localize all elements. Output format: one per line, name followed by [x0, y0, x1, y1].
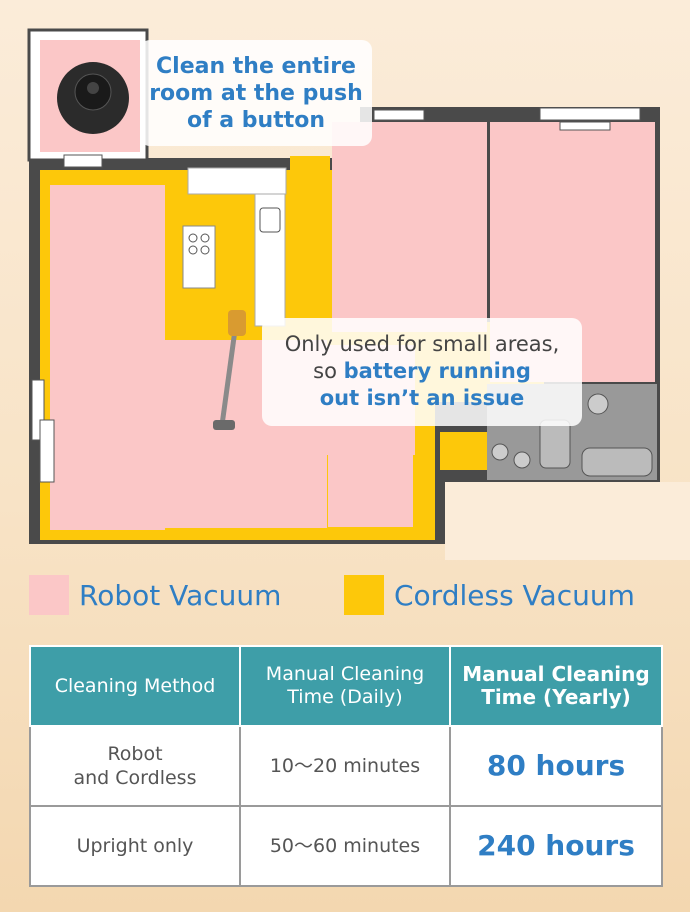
robot-callout-line2: room at the push [149, 81, 363, 106]
cordless-callout-line2-highlight: battery running [343, 359, 531, 383]
legend-cordless-swatch [344, 575, 384, 615]
table-row: Robot and Cordless 10～20 minutes 80 hour… [29, 725, 663, 807]
cordless-callout-line1: Only used for small areas, [284, 332, 560, 356]
header-yearly: Manual Cleaning Time (Yearly) [449, 645, 663, 727]
bathtub-icon [539, 419, 571, 469]
legend-cordless-label: Cordless Vacuum [394, 578, 635, 612]
toilet-icon [587, 393, 609, 415]
legend-robot-swatch [29, 575, 69, 615]
windows [31, 107, 641, 483]
header-daily: Manual Cleaning Time (Daily) [239, 645, 451, 727]
table-header-row: Cleaning Method Manual Cleaning Time (Da… [29, 645, 663, 727]
row1-daily: 10～20 minutes [239, 725, 451, 807]
legend-robot: Robot Vacuum [29, 575, 281, 615]
robot-vacuum-icon [57, 62, 129, 134]
kitchen-stove [182, 225, 216, 289]
row2-method: Upright only [29, 805, 241, 887]
stick-vacuum-icon [213, 310, 246, 430]
cordless-callout: Only used for small areas, so battery ru… [262, 318, 582, 426]
white-fill-bottom-right [445, 482, 690, 560]
header-method: Cleaning Method [29, 645, 241, 727]
kitchen-sink-icon [259, 207, 281, 233]
comparison-table: Cleaning Method Manual Cleaning Time (Da… [29, 645, 663, 887]
kitchen-counter [187, 167, 287, 195]
row2-daily: 50～60 minutes [239, 805, 451, 887]
cordless-callout-line2: so battery running [262, 358, 582, 385]
robot-callout: Clean the entire room at the push of a b… [140, 40, 372, 146]
table-row: Upright only 50～60 minutes 240 hours [29, 805, 663, 887]
row1-yearly: 80 hours [449, 725, 663, 807]
robot-callout-line1: Clean the entire [156, 54, 356, 79]
legend-cordless: Cordless Vacuum [344, 575, 635, 615]
bathtub-long-icon [581, 447, 653, 477]
legend-robot-label: Robot Vacuum [79, 578, 282, 612]
cordless-callout-line2-prefix: so [313, 359, 344, 383]
row1-method-line1: Robot [107, 743, 163, 765]
row1-method-line2: and Cordless [73, 767, 197, 789]
cordless-callout-line3: out isn’t an issue [319, 386, 525, 410]
row2-yearly: 240 hours [449, 805, 663, 887]
robot-callout-line3: of a button [186, 108, 326, 133]
row1-method: Robot and Cordless [29, 725, 241, 807]
